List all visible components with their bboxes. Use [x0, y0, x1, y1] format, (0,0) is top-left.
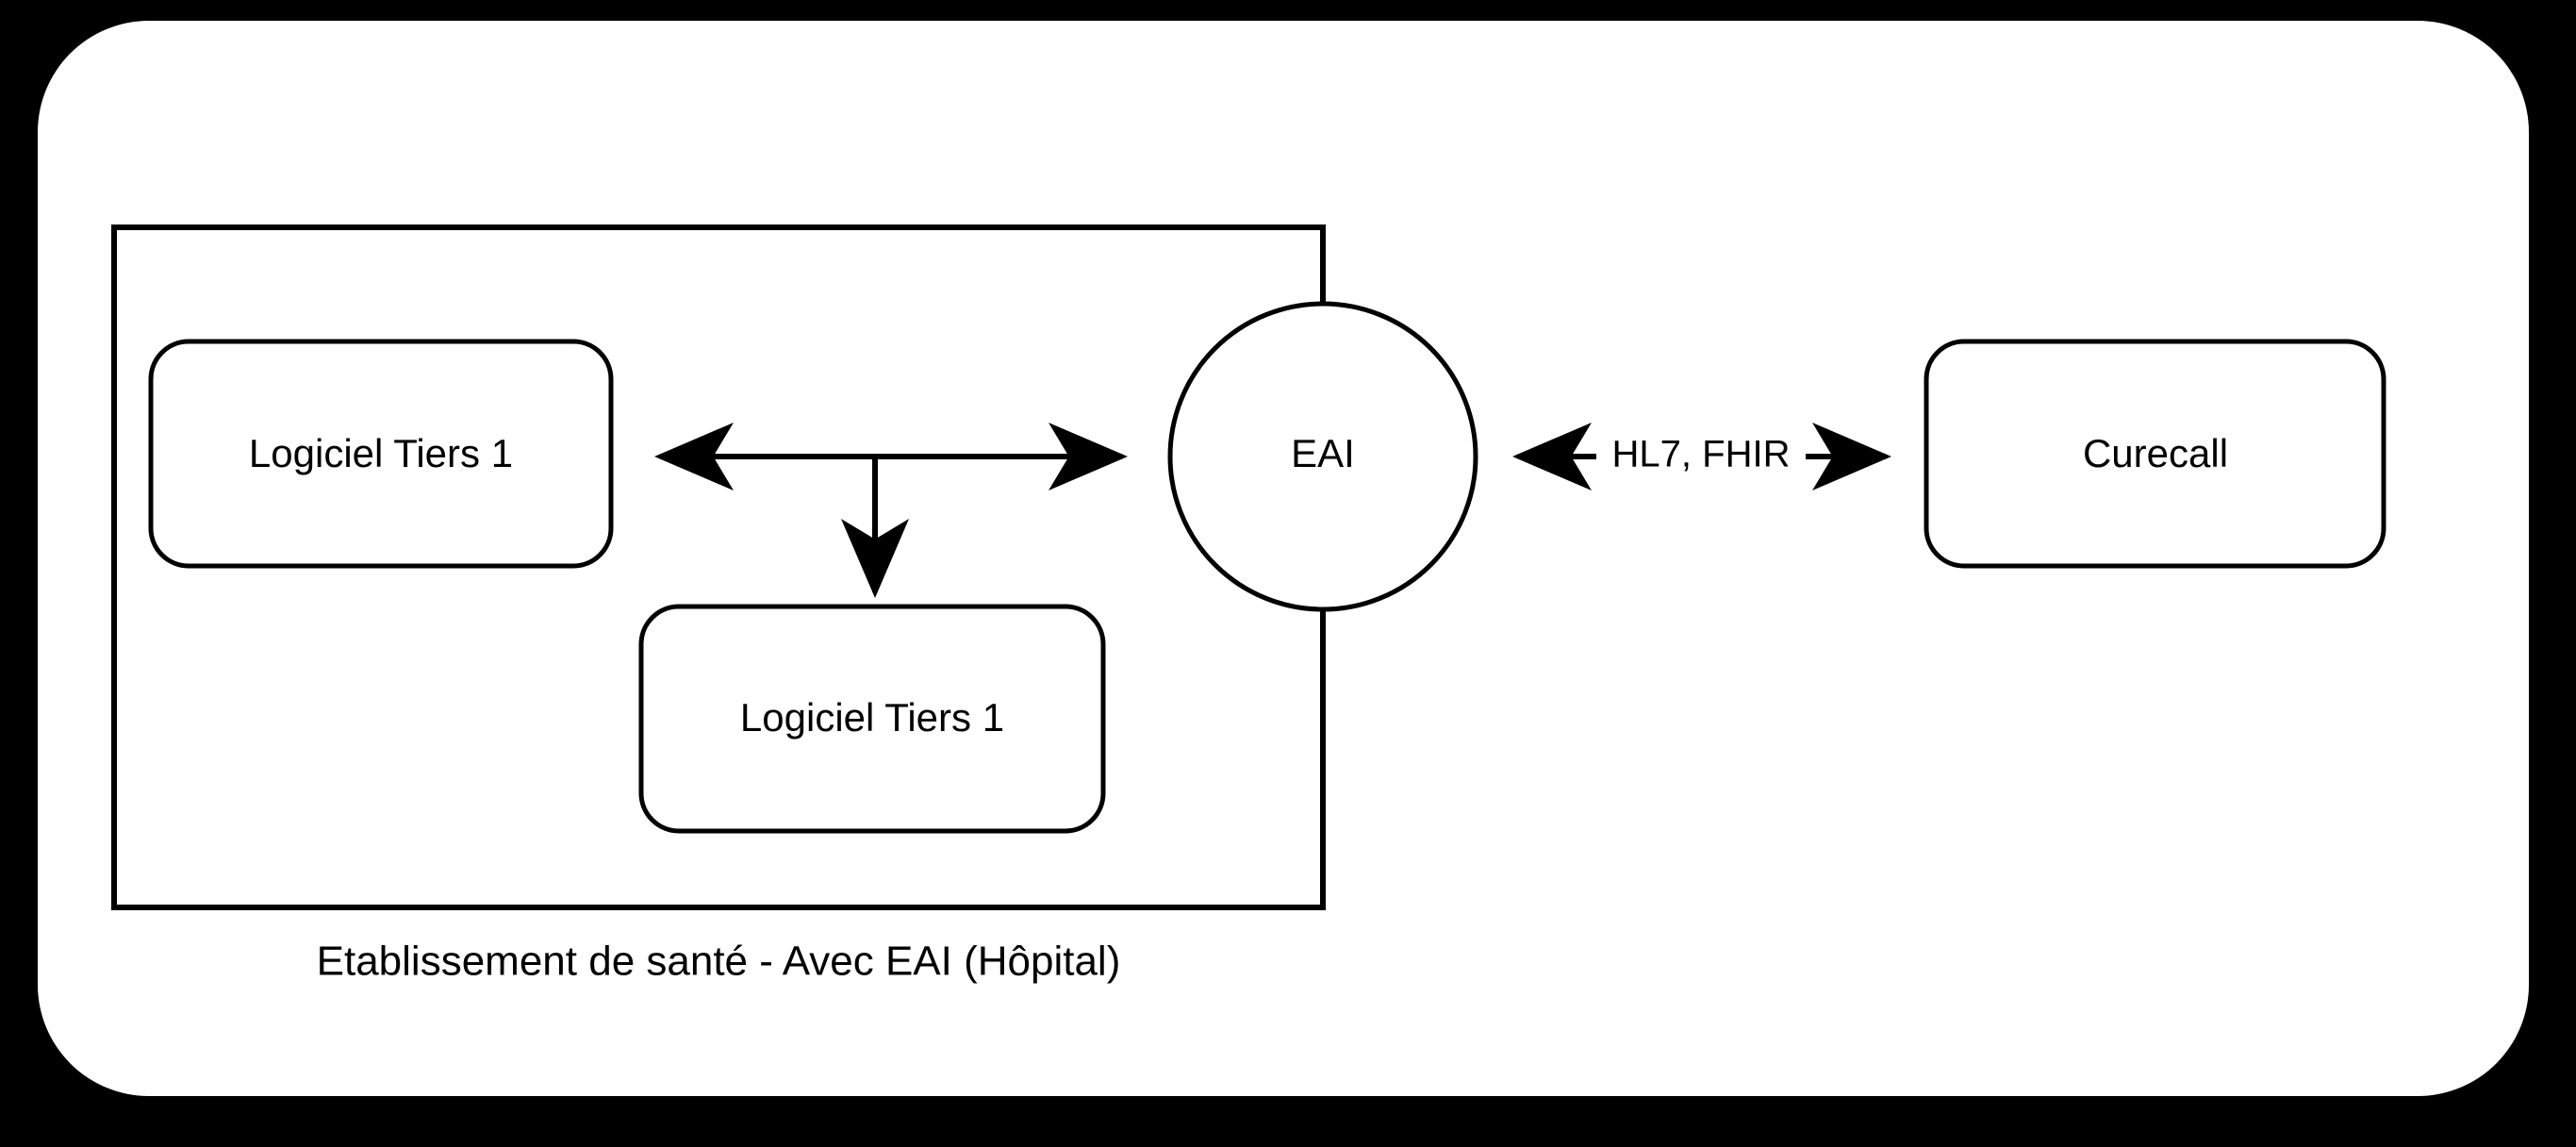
- node-logiciel-tiers-1-a[interactable]: Logiciel Tiers 1: [148, 339, 614, 569]
- node-eai-shape[interactable]: [1167, 301, 1478, 612]
- node-curecall[interactable]: Curecall: [1924, 339, 2386, 569]
- edge-eai-curecall-label: HL7, FHIR: [1612, 434, 1791, 475]
- node-logiciel-tiers-1-a-label: Logiciel Tiers 1: [249, 431, 513, 475]
- node-logiciel-tiers-1-b[interactable]: Logiciel Tiers 1: [638, 604, 1106, 834]
- node-curecall-label: Curecall: [2083, 431, 2228, 475]
- node-eai-label: EAI: [1291, 431, 1355, 475]
- node-curecall-shape[interactable]: [1924, 339, 2386, 569]
- edge-eai-curecall: HL7, FHIR: [1512, 423, 1891, 490]
- node-logiciel-tiers-1-a-shape[interactable]: [148, 339, 614, 569]
- edge-eai-curecall-label-bg: [1596, 436, 1806, 477]
- hospital-boundary-caption: Etablissement de santé - Avec EAI (Hôpit…: [317, 939, 1121, 985]
- node-logiciel-tiers-1-b-label: Logiciel Tiers 1: [740, 695, 1004, 740]
- node-eai[interactable]: EAI: [1167, 301, 1478, 612]
- node-logiciel-tiers-1-b-shape[interactable]: [638, 604, 1106, 834]
